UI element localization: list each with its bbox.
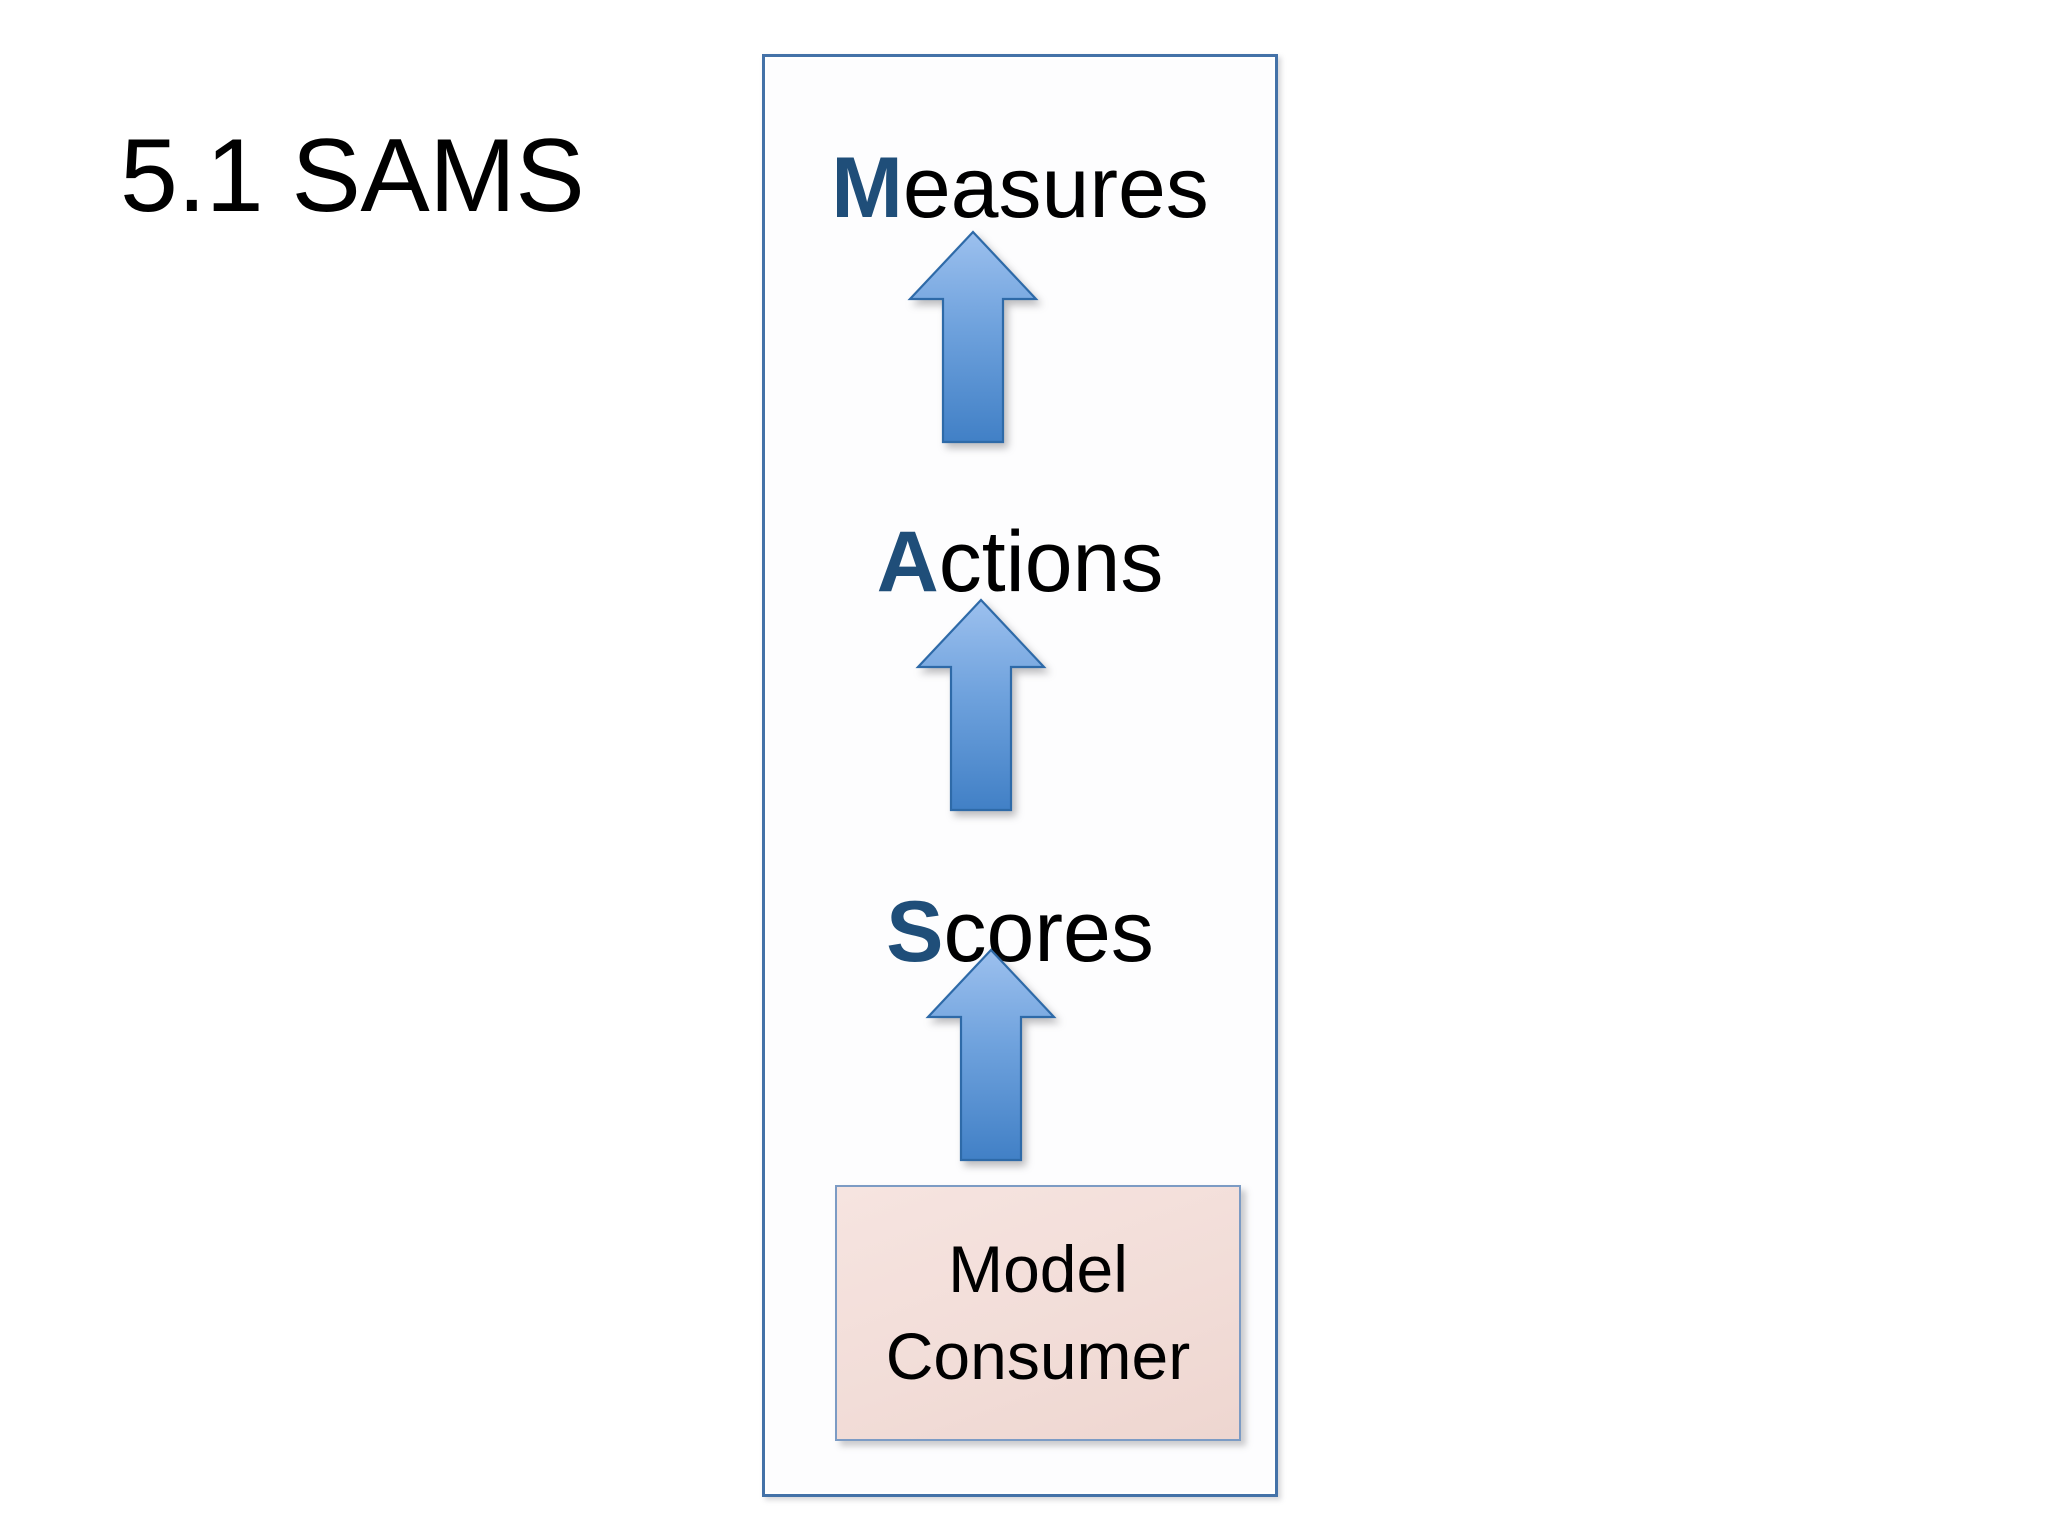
slide-title: 5.1 SAMS xyxy=(120,118,585,234)
stage-label-scores: Scores xyxy=(765,889,1275,975)
model-consumer-line-1: Model xyxy=(948,1231,1128,1306)
stage-label-actions: Actions xyxy=(765,519,1275,605)
stage-rest-actions: ctions xyxy=(938,514,1164,610)
model-consumer-box: Model Consumer xyxy=(835,1185,1241,1441)
model-consumer-line-2: Consumer xyxy=(885,1319,1191,1393)
stage-initial-actions: A xyxy=(876,514,939,610)
stage-rest-measures: easures xyxy=(902,140,1209,236)
arrow-up-icon-to-actions xyxy=(915,597,1047,813)
stage-label-measures: Measures xyxy=(765,145,1275,231)
stage-initial-scores: S xyxy=(886,884,944,980)
sams-panel: Measures Actions xyxy=(762,54,1278,1497)
arrow-up-icon-to-scores xyxy=(925,947,1057,1163)
stage-initial-measures: M xyxy=(831,140,903,236)
stage-rest-scores: cores xyxy=(943,884,1154,980)
arrow-up-icon-to-measures xyxy=(907,229,1039,445)
sams-panel-inner: Measures Actions xyxy=(765,57,1275,1494)
